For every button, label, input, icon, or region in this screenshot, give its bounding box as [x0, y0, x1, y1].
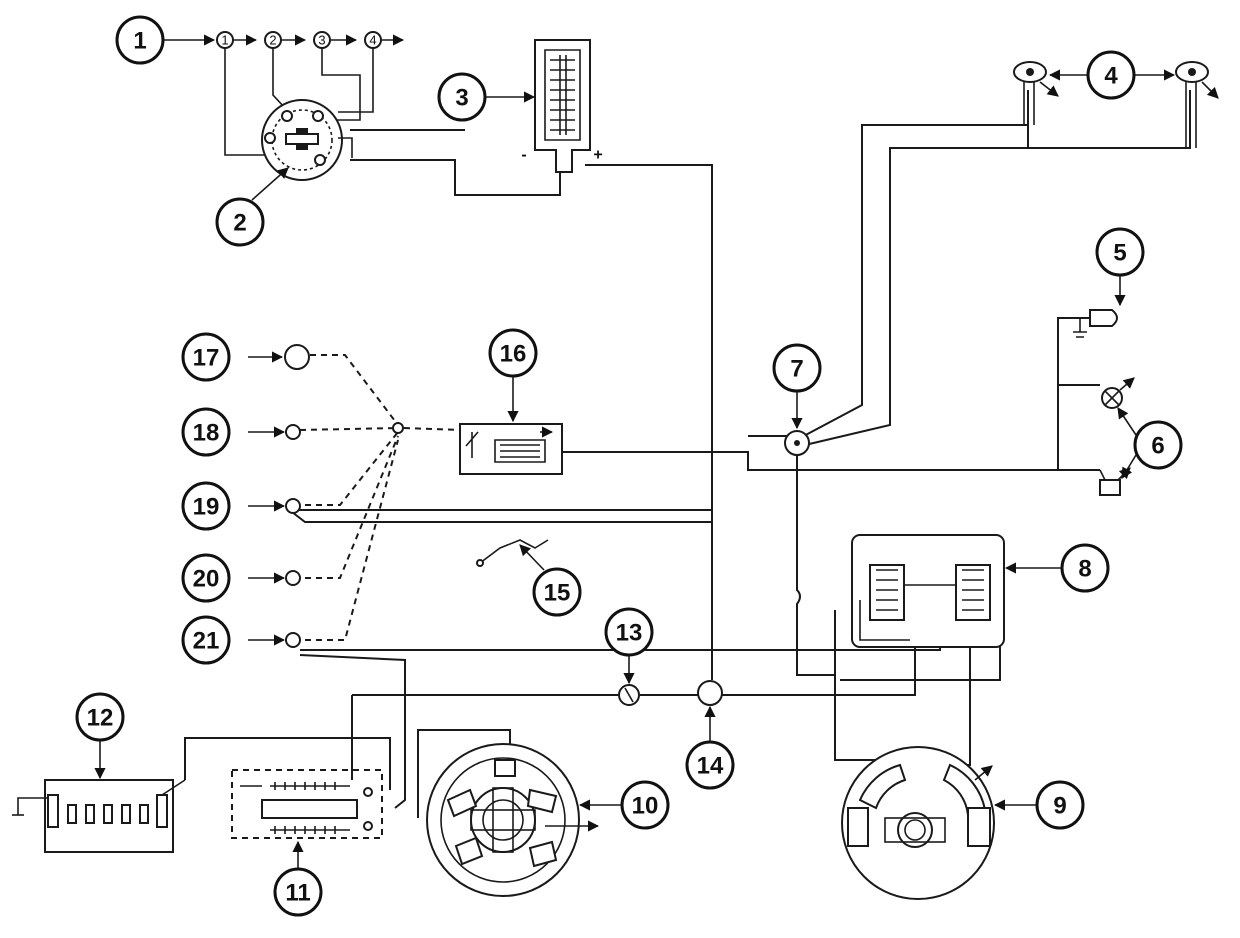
terminal-4-label: 4	[369, 33, 376, 48]
svg-text:8: 8	[1078, 556, 1091, 583]
regulator-minus-sign: -	[521, 147, 526, 164]
svg-text:5: 5	[1113, 240, 1126, 267]
callout-12: 12	[75, 692, 125, 742]
connector-13	[618, 684, 640, 706]
regulator: - +	[521, 39, 603, 173]
svg-text:6: 6	[1151, 433, 1164, 460]
svg-text:19: 19	[193, 494, 220, 521]
svg-text:9: 9	[1053, 793, 1066, 820]
connector-14	[697, 680, 723, 706]
tail-lamp	[1073, 309, 1118, 338]
wiring	[184, 90, 1191, 818]
svg-text:3: 3	[455, 85, 468, 112]
regulator-plus-sign: +	[593, 147, 602, 164]
svg-text:14: 14	[697, 753, 724, 780]
indicator-lamps	[1099, 377, 1135, 496]
svg-text:2: 2	[233, 210, 246, 237]
flywheel-10	[426, 743, 600, 897]
callout-7: 7	[772, 343, 822, 393]
callout-5: 5	[1095, 227, 1145, 277]
svg-text:17: 17	[193, 345, 220, 372]
svg-text:18: 18	[193, 420, 220, 447]
callout-18: 18	[181, 407, 231, 457]
callout-10: 10	[620, 780, 670, 830]
svg-text:21: 21	[193, 628, 220, 655]
callout-15: 15	[532, 567, 582, 617]
svg-text:16: 16	[500, 341, 527, 368]
svg-text:11: 11	[285, 880, 310, 907]
callout-4: 4	[1086, 50, 1136, 100]
svg-text:7: 7	[790, 356, 803, 383]
headlamps	[1013, 61, 1219, 148]
callout-leaders	[94, 34, 1176, 868]
terminal-row: 1 2 3 4	[216, 31, 405, 156]
terminal-1-label: 1	[221, 33, 228, 48]
svg-text:1: 1	[133, 28, 146, 55]
switch-group	[248, 344, 404, 648]
callout-20: 20	[181, 553, 231, 603]
junction-box-16	[459, 423, 563, 475]
callout-1: 1	[115, 15, 165, 65]
earth-lead-15	[476, 539, 549, 567]
svg-text:4: 4	[1104, 63, 1118, 90]
callout-16: 16	[488, 328, 538, 378]
svg-text:15: 15	[544, 580, 571, 607]
magneto-9	[841, 746, 995, 900]
svg-text:13: 13	[616, 620, 643, 647]
cutout-box	[851, 534, 1005, 648]
svg-text:20: 20	[193, 566, 220, 593]
callout-21: 21	[181, 615, 231, 665]
callout-3: 3	[437, 72, 487, 122]
rectifier-11	[231, 769, 383, 839]
callout-17: 17	[181, 332, 231, 382]
callout-6: 6	[1133, 420, 1183, 470]
callout-8: 8	[1060, 543, 1110, 593]
terminal-3-label: 3	[318, 33, 325, 48]
battery-12	[12, 779, 186, 853]
svg-text:12: 12	[87, 705, 114, 732]
terminal-2-label: 2	[269, 33, 276, 48]
callout-9: 9	[1035, 780, 1085, 830]
ignition-switch	[261, 99, 353, 181]
callout-14: 14	[685, 740, 735, 790]
callout-13: 13	[604, 607, 654, 657]
svg-text:10: 10	[632, 793, 659, 820]
callout-11: 11	[273, 867, 323, 917]
callout-2: 2	[215, 197, 265, 247]
callout-19: 19	[181, 481, 231, 531]
junction-7	[784, 430, 810, 456]
